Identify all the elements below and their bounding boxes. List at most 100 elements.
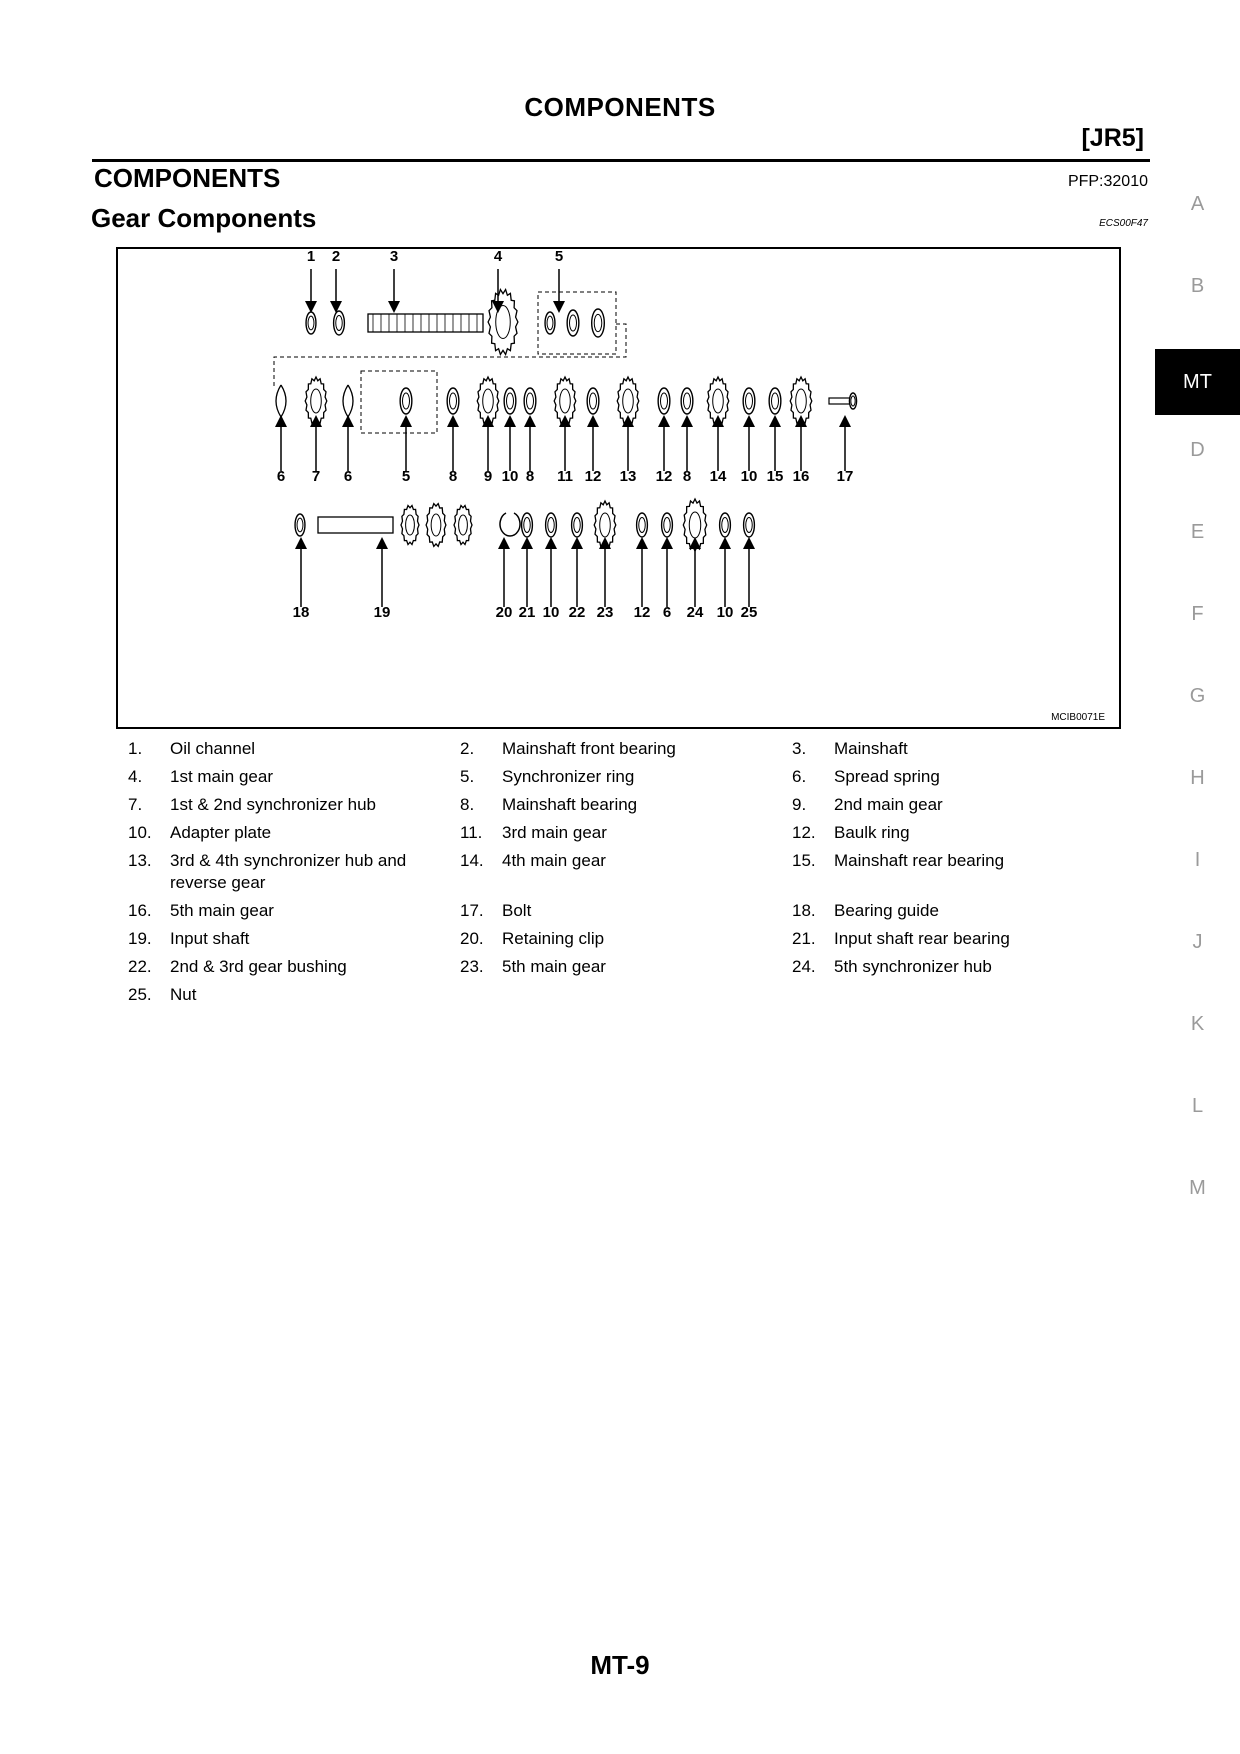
section-tab-j[interactable]: J (1192, 931, 1203, 953)
input-shaft-gear-a (400, 504, 420, 546)
callout-row3-11-label: 25 (741, 604, 758, 621)
input-shaft-gear-c (453, 504, 473, 546)
callout-row2-0-label: 6 (277, 468, 285, 485)
callout-row2-7-label: 8 (526, 468, 534, 485)
callout-row3-5-label: 22 (569, 604, 586, 621)
legend-text: 5th synchronizer hub (834, 957, 992, 976)
legend-item: 22.2nd & 3rd gear bushing (128, 953, 460, 981)
input-shaft (317, 516, 394, 534)
callout-row2-4-label: 8 (449, 468, 457, 485)
section-tab-h[interactable]: H (1190, 767, 1205, 789)
legend-number: 12. (792, 823, 816, 842)
section-tab-f[interactable]: F (1191, 603, 1204, 625)
legend-text: Input shaft rear bearing (834, 929, 1010, 948)
row2-part-4-inner (401, 392, 411, 410)
pfp-code: PFP:32010 (1067, 173, 1148, 190)
legend-item: 14.4th main gear (460, 847, 792, 897)
legend-text: Synchronizer ring (502, 767, 635, 786)
legend-text: 1st & 2nd synchronizer hub (170, 795, 377, 814)
model-tag: [JR5] (1081, 124, 1144, 152)
callout-row2-17-label: 17 (837, 468, 854, 485)
legend-text: Mainshaft front bearing (502, 739, 676, 758)
row3-ring-0 (520, 512, 534, 538)
synchronizer-ring-b-inner (568, 314, 578, 332)
legend-number: 25. (128, 985, 152, 1004)
legend-item: 20.Retaining clip (460, 925, 792, 953)
row3-ring-5 (718, 512, 732, 538)
header-rule (92, 159, 1150, 162)
callout-row3-10-label: 10 (717, 604, 734, 621)
row3-ring-6 (742, 512, 756, 538)
legend-text: Adapter plate (170, 823, 272, 842)
legend-item: 25.Nut (128, 981, 460, 1009)
row2-part-15 (742, 387, 756, 415)
legend-number: 1. (128, 739, 143, 758)
legend-text: Input shaft (170, 929, 250, 948)
legend-item: 15.Mainshaft rear bearing (792, 847, 1128, 897)
callout-row2-13-label: 14 (710, 468, 727, 485)
row2-part-8-inner (525, 392, 535, 410)
legend-text: Baulk ring (834, 823, 910, 842)
legend-text: Bolt (502, 901, 532, 920)
section-tab-b[interactable]: B (1190, 275, 1205, 297)
section-tab-d[interactable]: D (1190, 439, 1205, 461)
legend-item: 18.Bearing guide (792, 897, 1128, 925)
section-tab-e[interactable]: E (1190, 521, 1205, 543)
legend-item: 4.1st main gear (128, 763, 460, 791)
section-tab-m[interactable]: M (1189, 1177, 1206, 1199)
row2-part-3 (342, 384, 354, 419)
subsection-title: Gear Components (91, 203, 317, 233)
callout-row2-9-label: 12 (585, 468, 602, 485)
legend-text: 3rd & 4th synchronizer hub and reverse g… (170, 851, 407, 892)
callout-row3-7-label: 12 (634, 604, 651, 621)
legend-item: 7.1st & 2nd synchronizer hub (128, 791, 460, 819)
legend-number: 22. (128, 957, 152, 976)
legend-item: 24. 5th synchronizer hub (792, 953, 1128, 981)
row2-part-18 (828, 397, 852, 405)
synchronizer-group-box (537, 291, 617, 355)
row2-part-18-head-inner (850, 395, 856, 407)
callout-row2-3-label: 5 (402, 468, 410, 485)
section-tab-i[interactable]: I (1194, 849, 1201, 871)
legend-number: 23. (460, 957, 484, 976)
row2-part-5 (446, 387, 460, 415)
row2-part-6-bore (482, 388, 494, 414)
legend-number: 24. (792, 957, 816, 976)
legend-number: 19. (128, 929, 152, 948)
row2-part-12 (657, 387, 671, 415)
row2-part-13-inner (682, 392, 692, 410)
legend-item: 6.Spread spring (792, 763, 1128, 791)
legend-text: Mainshaft (834, 739, 908, 758)
section-tab-mt[interactable]: MT (1155, 349, 1240, 415)
legend-text: 3rd main gear (502, 823, 607, 842)
callout-row2-8-label: 11 (557, 468, 573, 485)
row3-ring-0-inner (523, 517, 531, 533)
legend-number: 14. (460, 851, 484, 870)
callout-row2-12-label: 8 (683, 468, 691, 485)
input-shaft-gear-c-bore (458, 514, 468, 536)
section-tab-a[interactable]: A (1190, 193, 1205, 215)
callout-row3-3-label: 21 (519, 604, 536, 621)
row2-part-2-bore (310, 388, 322, 414)
callout-row2-1-label: 7 (312, 468, 320, 485)
row2-part-14 (706, 375, 730, 427)
legend-number: 16. (128, 901, 152, 920)
section-tab-k[interactable]: K (1190, 1013, 1205, 1035)
row2-part-11-bore (622, 388, 634, 414)
legend-number: 17. (460, 901, 484, 920)
row2-part-4 (399, 387, 413, 415)
section-tab-g[interactable]: G (1189, 685, 1206, 707)
callout-row1-3-label: 3 (390, 249, 398, 265)
synchronizer-ring-c-inner (593, 313, 603, 333)
callout-row2-16-label: 16 (793, 468, 810, 485)
legend-number: 2. (460, 739, 475, 758)
section-tab-l[interactable]: L (1191, 1095, 1204, 1117)
row2-part-9-bore (559, 388, 571, 414)
section-tabs: A B MT D E F G H I J K L M (1155, 185, 1240, 1251)
row2-part-7 (503, 387, 517, 415)
legend-item: 23.5th main gear (460, 953, 792, 981)
callout-row1-4-label: 4 (494, 249, 503, 265)
legend-number: 8. (460, 795, 475, 814)
legend-item: 21.Input shaft rear bearing (792, 925, 1128, 953)
callout-row3-6-label: 23 (597, 604, 614, 621)
